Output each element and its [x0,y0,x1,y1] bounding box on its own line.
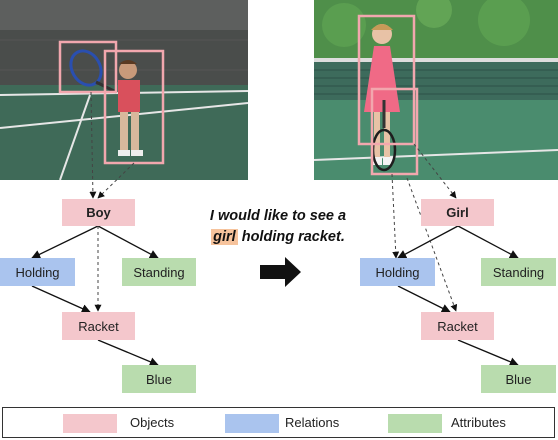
link-bbox-girl [413,143,457,199]
legend-label-attributes: Attributes [451,415,506,430]
legend-swatch-relations [225,414,279,433]
query-after: holding racket. [241,229,345,245]
legend: Objects Relations Attributes [2,407,555,438]
right-arrow-icon [260,257,301,287]
right-node-standing: Standing [481,258,556,286]
legend-label-objects: Objects [130,415,175,430]
edge-girl-standing [457,225,519,259]
link-bbox-boy [89,91,97,199]
link-bbox-racket-boy [97,162,135,199]
right-node-racket: Racket [421,312,494,340]
edge-holding-racket [31,285,91,313]
query-highlight: girl [211,229,238,245]
left-node-blue: Blue [122,365,196,393]
query-text: I would like to see a girl holding racke… [193,206,363,248]
edge-boy-holding [31,225,99,259]
legend-swatch-attributes [388,414,442,433]
query-before: I would like to see a [209,208,347,224]
legend-label-relations: Relations [285,415,340,430]
edge-boy-standing [97,225,159,259]
edge-racket-blue-r [457,339,519,367]
left-node-standing: Standing [122,258,196,286]
edge-racket-blue [97,339,159,367]
left-node-racket: Racket [62,312,135,340]
right-node-holding: Holding [360,258,435,286]
right-node-girl: Girl [421,199,494,226]
edge-holding-racket-r [397,285,451,313]
link-girl-racket-dashed [406,177,458,312]
right-photo-girl [314,0,558,180]
edge-girl-holding [397,225,459,259]
right-node-blue: Blue [481,365,556,393]
legend-swatch-objects [63,414,117,433]
link-bbox-racket-girl [391,173,400,259]
left-photo-boy [0,0,248,180]
left-node-boy: Boy [62,199,135,226]
left-node-holding: Holding [0,258,75,286]
